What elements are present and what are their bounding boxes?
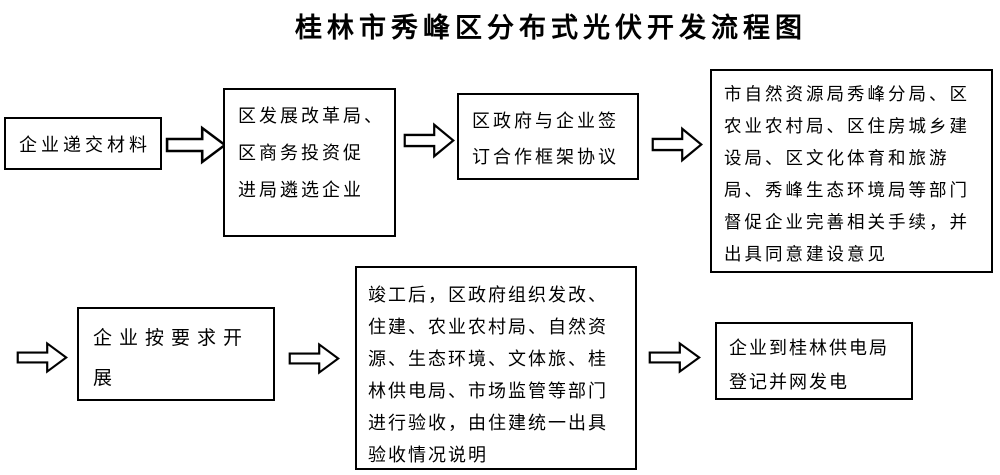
- step-framework-agreement: 区政府与企业签 订合作框架协议: [457, 93, 639, 180]
- step-submit-materials: 企业递交材料: [4, 117, 162, 170]
- flow-arrow-right-icon: [648, 341, 701, 374]
- flow-arrow-right-icon: [651, 126, 703, 163]
- flow-arrow-right-icon: [165, 125, 227, 165]
- step-grid-connection: 企业到桂林供电局 登记并网发电: [715, 322, 913, 400]
- flow-arrow-right-icon: [403, 122, 455, 159]
- step-acceptance-inspection: 竣工后，区政府组织发改、 住建、农业农村局、自然资 源、生态环境、文体旅、桂 林…: [355, 266, 637, 470]
- step-departments-supervision: 市自然资源局秀峰分局、区 农业农村局、区住房城乡建 设局、区文化体育和旅游 局、…: [710, 69, 993, 273]
- page-title: 桂林市秀峰区分布式光伏开发流程图: [295, 13, 807, 43]
- step-bureau-selection: 区发展改革局、 区商务投资促 进局遴选企业: [223, 88, 396, 237]
- step-construction: 企业按要求开展 建设: [77, 307, 275, 401]
- flow-arrow-right-icon: [288, 342, 340, 375]
- flow-arrow-right-icon: [16, 341, 68, 374]
